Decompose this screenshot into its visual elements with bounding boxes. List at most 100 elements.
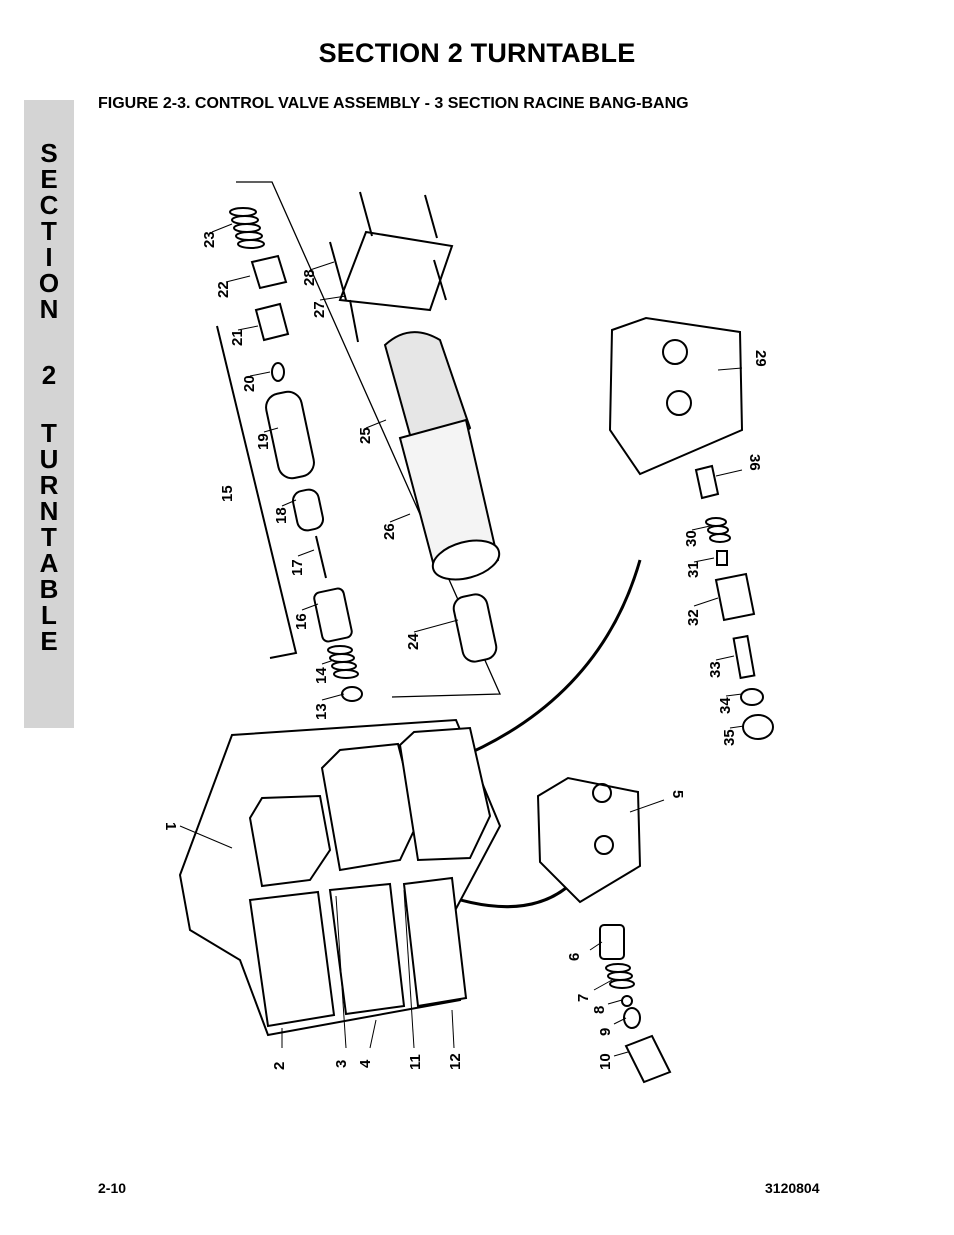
diagram-artwork bbox=[178, 181, 774, 1084]
cap-6 bbox=[599, 924, 625, 960]
callout-labels: 1 2 3 4 5 6 7 8 9 10 11 12 13 14 15 16 1… bbox=[162, 231, 769, 1070]
callout-4: 4 bbox=[357, 1059, 374, 1068]
spring-30 bbox=[705, 517, 731, 543]
bracket-27-28 bbox=[338, 230, 454, 312]
side-tab-letter: R bbox=[39, 470, 59, 500]
side-tab-letter: E bbox=[40, 164, 58, 194]
ball-8 bbox=[621, 995, 633, 1007]
callout-27: 27 bbox=[311, 301, 328, 318]
callout-18: 18 bbox=[273, 507, 290, 524]
callout-7: 7 bbox=[575, 994, 592, 1002]
solenoid-lower bbox=[402, 876, 468, 1008]
hose bbox=[453, 559, 642, 762]
figure-caption: FIGURE 2-3. CONTROL VALVE ASSEMBLY - 3 S… bbox=[98, 95, 689, 112]
callout-25: 25 bbox=[357, 427, 374, 444]
bolt bbox=[349, 299, 359, 343]
spring-7 bbox=[605, 963, 635, 989]
callout-30: 30 bbox=[683, 530, 700, 547]
cap-22 bbox=[250, 254, 288, 290]
kit-bracket-15 bbox=[216, 325, 298, 659]
bolt bbox=[433, 259, 447, 301]
callout-20: 20 bbox=[241, 375, 258, 392]
callout-23: 23 bbox=[201, 231, 218, 248]
callout-33: 33 bbox=[707, 661, 724, 678]
nut-35 bbox=[742, 714, 774, 740]
pin-20 bbox=[271, 362, 285, 382]
callout-19: 19 bbox=[255, 433, 272, 450]
section-side-tab: S E C T I O N 2 T U R N T A B L E bbox=[24, 100, 74, 728]
callout-16: 16 bbox=[293, 613, 310, 630]
fitting-21 bbox=[254, 302, 290, 342]
callout-31: 31 bbox=[685, 561, 702, 578]
bolt bbox=[424, 194, 438, 239]
side-tab-letter: N bbox=[39, 496, 59, 526]
section-block bbox=[398, 726, 492, 862]
section-block bbox=[248, 794, 332, 888]
spring-33 bbox=[732, 634, 756, 680]
side-tab-letter: T bbox=[41, 522, 57, 552]
callout-24: 24 bbox=[405, 633, 422, 650]
callout-8: 8 bbox=[591, 1006, 608, 1014]
side-tab-letter: T bbox=[41, 418, 57, 448]
block-29 bbox=[608, 316, 744, 476]
callout-21: 21 bbox=[229, 329, 246, 346]
side-tab-letter: L bbox=[41, 600, 57, 630]
side-tab-letter: N bbox=[39, 294, 59, 324]
plug-18 bbox=[291, 488, 325, 532]
side-tab-letter: I bbox=[45, 242, 53, 272]
plunger-24 bbox=[452, 593, 498, 663]
side-tab-letter: T bbox=[41, 216, 57, 246]
washer-34 bbox=[740, 688, 764, 706]
spool-16 bbox=[313, 587, 353, 643]
side-tab-letter: B bbox=[39, 574, 59, 604]
callout-13: 13 bbox=[313, 703, 330, 720]
callout-10: 10 bbox=[597, 1053, 614, 1070]
sleeve-19 bbox=[265, 390, 315, 480]
callout-34: 34 bbox=[717, 697, 734, 714]
side-tab-letter: U bbox=[39, 444, 59, 474]
callout-36: 36 bbox=[746, 454, 763, 471]
callout-22: 22 bbox=[215, 281, 232, 298]
side-tab-letter: S bbox=[40, 138, 58, 168]
callout-29: 29 bbox=[752, 350, 769, 367]
callout-6: 6 bbox=[566, 953, 583, 961]
callout-28: 28 bbox=[301, 269, 318, 286]
bolt bbox=[359, 191, 373, 237]
pin-31 bbox=[716, 550, 728, 566]
callout-9: 9 bbox=[597, 1028, 614, 1036]
callout-2: 2 bbox=[271, 1062, 288, 1070]
callout-15: 15 bbox=[219, 485, 236, 502]
spring-9 bbox=[623, 1007, 641, 1029]
page-number: 2-10 bbox=[98, 1180, 127, 1196]
callout-5: 5 bbox=[669, 790, 686, 798]
callout-11: 11 bbox=[407, 1054, 424, 1070]
document-number: 3120804 bbox=[765, 1180, 820, 1196]
callout-3: 3 bbox=[333, 1060, 350, 1068]
section-title: SECTION 2 TURNTABLE bbox=[318, 38, 636, 68]
callout-1: 1 bbox=[162, 822, 179, 830]
fitting-36 bbox=[694, 464, 720, 500]
plug-10 bbox=[624, 1034, 672, 1084]
callout-14: 14 bbox=[313, 667, 330, 684]
side-tab-letter: E bbox=[40, 626, 58, 656]
side-tab-letter: C bbox=[39, 190, 59, 220]
washer-13 bbox=[341, 686, 363, 702]
callout-32: 32 bbox=[685, 609, 702, 626]
callout-26: 26 bbox=[381, 523, 398, 540]
plug-32 bbox=[714, 572, 756, 622]
spring-14 bbox=[327, 645, 359, 679]
tube-26-end bbox=[431, 539, 501, 581]
side-tab-letter: O bbox=[38, 268, 60, 298]
control-valve-diagram: 1 2 3 4 5 6 7 8 9 10 11 12 13 14 15 16 1… bbox=[162, 181, 774, 1084]
kit-frame-line bbox=[236, 181, 501, 698]
callout-12: 12 bbox=[447, 1053, 464, 1070]
callout-35: 35 bbox=[721, 729, 738, 746]
side-tab-letter: A bbox=[39, 548, 59, 578]
leader-lines bbox=[179, 223, 745, 1057]
solenoid-lower bbox=[248, 890, 336, 1028]
spring-23 bbox=[229, 207, 265, 249]
side-tab-letter: 2 bbox=[41, 360, 57, 390]
block-5 bbox=[536, 776, 642, 904]
rod-17 bbox=[315, 535, 327, 579]
callout-17: 17 bbox=[289, 559, 306, 576]
